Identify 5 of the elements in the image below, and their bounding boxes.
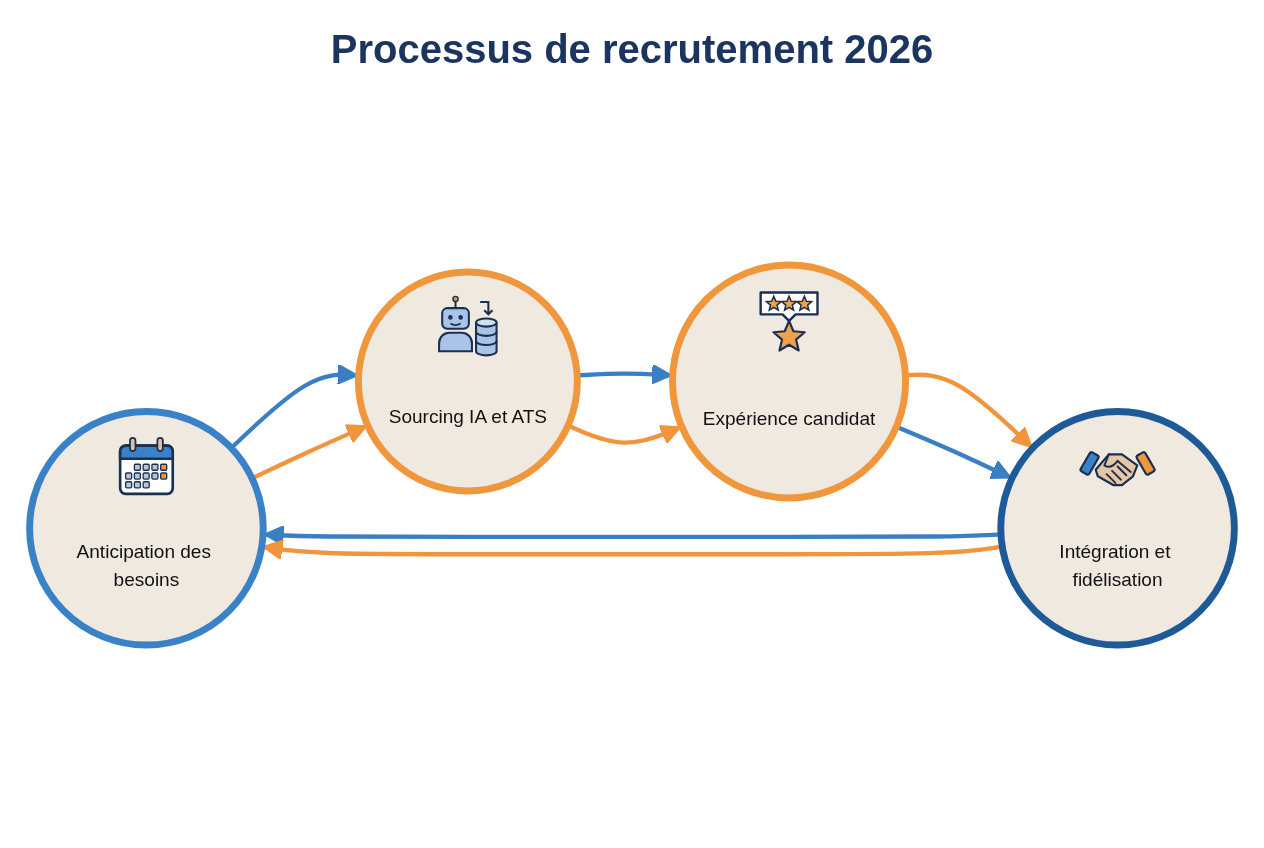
node-circle: Expérience candidat bbox=[669, 261, 910, 502]
node-circle: Intégration et fidélisation bbox=[997, 408, 1238, 649]
title: Processus de recrutement 2026 bbox=[330, 26, 934, 72]
node-circle: Sourcing IA et ATS bbox=[354, 268, 581, 495]
node-circle: Anticipation des besoins bbox=[26, 408, 267, 649]
